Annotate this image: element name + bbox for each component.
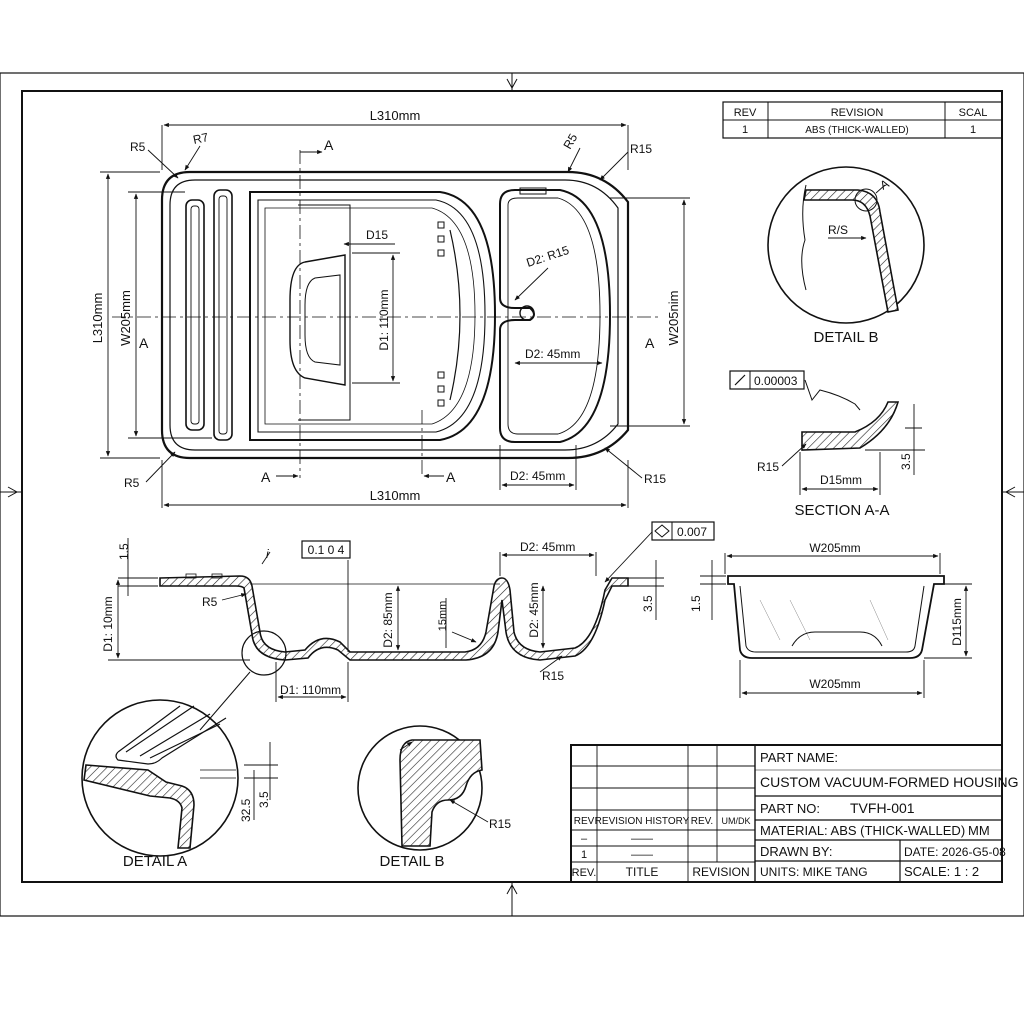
side-d1-10: D1: 10mm [101, 596, 115, 651]
length-left-label: L310mm [90, 293, 105, 344]
hist-rev2-header: REV. [691, 816, 713, 827]
side-i-mark: i [266, 547, 269, 561]
r5-bottom-label: R5 [124, 476, 140, 490]
revision-value: ABS (THICK-WALLED) [805, 125, 909, 136]
scale-header: SCAL [959, 107, 988, 119]
r7-label: R7 [192, 130, 210, 147]
side-h15: 1.5 [117, 543, 131, 560]
d1-110-label: D1: 110mm [377, 289, 391, 350]
hist-row1-desc: —— [631, 833, 653, 845]
end-h15: 1.5 [689, 595, 703, 612]
units-value: UNITS: MIKE TANG [760, 865, 868, 879]
scale-value: SCALE: 1 : 2 [904, 864, 979, 879]
r15-bottom-label: R15 [644, 472, 666, 486]
flatness-value: 0.00003 [754, 374, 798, 388]
hist-row1-rev: – [581, 833, 588, 845]
scale-value: 1 [970, 124, 976, 136]
d2-45-bottom-label: D2: 45mm [510, 469, 565, 483]
side-frame: 0.1 0 4 [308, 543, 345, 557]
length-top-label: L310mm [370, 108, 421, 123]
section-h35: 3.5 [899, 453, 913, 470]
hist-row2-rev: 1 [581, 849, 587, 861]
end-d115: D115mm [950, 598, 964, 646]
width-right-label: W205nim [666, 291, 681, 346]
hist-rev-header: REV [574, 816, 595, 827]
detail-b-bottom-r15: R15 [489, 817, 511, 831]
section-a-top: A [324, 137, 334, 153]
detail-a: 32.5 3.5 DETAIL A [81, 699, 278, 870]
d2-r15-label: D2: R15 [525, 243, 572, 270]
section-a-bottom-right: A [446, 469, 456, 485]
date-value: DATE: 2026-G5-08 [904, 845, 1006, 859]
rev-header: REV [734, 107, 757, 119]
d2-45-center-label: D2: 45mm [525, 347, 580, 361]
width-left-label: W205mm [118, 290, 133, 346]
detail-b-r-s: R/S [828, 223, 848, 237]
footer-revision: REVISION [692, 865, 749, 879]
side-d2-45-top: D2: 45mm [520, 540, 575, 554]
detail-b-bottom-title: DETAIL B [379, 853, 444, 870]
r5-top-label: R5 [130, 140, 146, 154]
footer-rev: REV. [572, 867, 597, 879]
hist-title-header: REVISION HISTORY [595, 816, 690, 827]
rev-value: 1 [742, 124, 748, 136]
part-name-label: PART NAME: [760, 750, 838, 765]
section-a-right: A [645, 335, 655, 351]
section-aa-title: SECTION A-A [794, 502, 889, 519]
revision-table: REV REVISION SCAL 1 ABS (THICK-WALLED) 1 [722, 101, 1003, 139]
detail-b-bottom: R15 DETAIL B [357, 725, 511, 870]
r15-top-label: R15 [630, 142, 652, 156]
material-value: MATERIAL: ABS (THICK-WALLED) [760, 823, 965, 838]
part-no-label: PART NO: [760, 801, 820, 816]
drawn-by: DRAWN BY: [760, 844, 832, 859]
side-d1-110: D1: 110mm [280, 683, 341, 697]
end-w-bottom: W205mm [809, 677, 860, 691]
section-a-bottom-left: A [261, 469, 271, 485]
length-bottom-label: L310mm [370, 488, 421, 503]
side-d2-45-vert: D2: 45mm [527, 582, 541, 637]
side-r5: R5 [202, 595, 218, 609]
end-view: W205mm W205mm 1.5 D115mm [689, 541, 972, 698]
detail-a-32-5: 32.5 [239, 798, 253, 822]
revision-header: REVISION [831, 107, 884, 119]
detail-a-3-5: 3.5 [257, 791, 271, 808]
section-d15: D15mm [820, 473, 862, 487]
part-name-value: CUSTOM VACUUM-FORMED HOUSING [760, 774, 1018, 790]
detail-b-top: R/S A DETAIL B [767, 166, 925, 346]
section-aa: 0.00003 3.5 D15mm R15 SECTION A-A [729, 370, 925, 519]
side-d2-85: D2: 85mm [381, 592, 395, 647]
side-view: 1.5 D1: 10mm R5 i 0.1 0 4 D2: 85mm 15mm … [101, 521, 715, 731]
side-r15: R15 [542, 669, 564, 683]
rib-marks [437, 221, 461, 407]
material-units: MM [968, 823, 990, 838]
footer-title: TITLE [626, 865, 659, 879]
end-w-top: W205mm [809, 541, 860, 555]
sheet-border [0, 72, 1024, 917]
top-view: L310mm L310mm L310mm W205mm W205nim D15 … [90, 108, 690, 508]
title-block: PART NAME: CUSTOM VACUUM-FORMED HOUSING … [570, 744, 1018, 883]
detail-b-top-title: DETAIL B [813, 329, 878, 346]
d15-label: D15 [366, 228, 388, 242]
part-no-value: TVFH-001 [850, 800, 915, 816]
section-a-left: A [139, 335, 149, 351]
detail-a-title: DETAIL A [123, 853, 187, 870]
side-flat-007: 0.007 [677, 525, 707, 539]
side-h35: 3.5 [641, 595, 655, 612]
hist-row2-desc: —— [631, 849, 653, 861]
section-r15: R15 [757, 460, 779, 474]
side-15mm: 15mm [437, 601, 449, 632]
r5-top-right-label: R5 [560, 131, 580, 152]
hist-units-header: UM/DK [722, 816, 751, 826]
